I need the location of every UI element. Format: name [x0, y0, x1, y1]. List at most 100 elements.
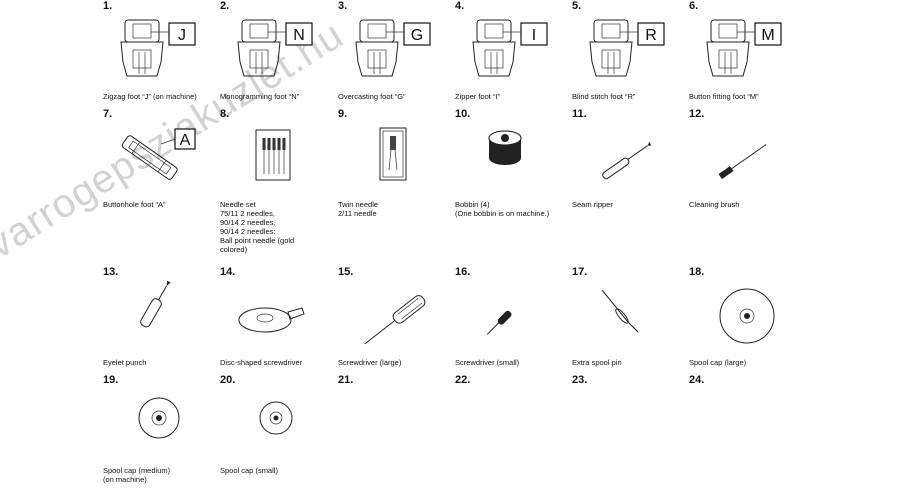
item-number: 11. [572, 108, 587, 120]
accessory-item: 10. Bobbin (4)(One bobbin is on machine.… [455, 108, 572, 266]
item-number: 23. [572, 374, 588, 386]
disc-screwdriver-drawing [238, 307, 305, 333]
accessory-item: 21. [338, 374, 455, 482]
item-number: 9. [338, 108, 348, 120]
item-label-line: Eyelet punch [103, 358, 147, 367]
item-number: 14. [220, 266, 236, 278]
accessory-item: 1. J Zigzag foot “J” (on machine) [103, 0, 220, 108]
accessory-item: 6. M Button fitting foot “M” [689, 0, 806, 108]
item-illustration: G [338, 12, 455, 90]
item-illustration [338, 278, 455, 356]
item-illustration [103, 278, 220, 356]
item-label-line: Cleaning brush [689, 200, 740, 209]
item-label-line: Seam ripper [572, 200, 613, 209]
accessory-item: 4. I Zipper foot “I” [455, 0, 572, 108]
accessory-item: 13. Eyelet punch [103, 266, 220, 374]
item-number: 6. [689, 0, 699, 12]
accessory-item: 12. Cleaning brush [689, 108, 806, 266]
item-label-line: Disc-shaped screwdriver [220, 358, 303, 367]
item-illustration: N [220, 12, 337, 90]
accessory-item: 3. G Overcasting foot “G” [338, 0, 455, 108]
item-illustration [689, 120, 806, 198]
item-illustration: A [103, 120, 220, 198]
item-illustration [220, 120, 337, 198]
item-label: Spool cap (large) [689, 358, 806, 367]
item-label-line: Spool cap (small) [220, 466, 278, 475]
presser-foot-drawing: G [355, 19, 431, 77]
presser-foot-drawing: R [589, 19, 665, 77]
twin-needle-drawing [379, 127, 407, 181]
item-label: Eyelet punch [103, 358, 220, 367]
accessory-item: 19. Spool cap (medium)(on machine) [103, 374, 220, 484]
item-illustration: J [103, 12, 220, 90]
svg-text:J: J [178, 27, 186, 44]
accessory-item: 22. [455, 374, 572, 482]
item-label-line: 75/11 2 needles, [220, 209, 275, 218]
item-label-line: 90/14 2 needles, [220, 218, 276, 227]
item-label-line: Overcasting foot “G” [338, 92, 406, 101]
item-label: Seam ripper [572, 200, 689, 209]
accessory-item: 7. A Buttonhole foot “A” [103, 108, 220, 266]
item-number: 7. [103, 108, 113, 120]
item-label: Screwdriver (small) [455, 358, 572, 367]
item-label-line: (on machine) [103, 475, 147, 484]
item-label: Overcasting foot “G” [338, 92, 455, 101]
item-label: Screwdriver (large) [338, 358, 455, 367]
item-illustration [689, 278, 806, 356]
accessory-item: 15. Screwdriver (large) [338, 266, 455, 374]
item-label: Cleaning brush [689, 200, 806, 209]
item-label-line: Spool cap (large) [689, 358, 747, 367]
item-label: Zigzag foot “J” (on machine) [103, 92, 220, 101]
item-number: 1. [103, 0, 113, 12]
item-number: 3. [338, 0, 348, 12]
item-label-line: Zigzag foot “J” (on machine) [103, 92, 197, 101]
item-label-line: Bobbin (4) [455, 200, 490, 209]
item-label: Blind stitch foot “R” [572, 92, 689, 101]
presser-foot-drawing: I [472, 19, 548, 77]
item-label-line: Ball point needle (gold [220, 236, 295, 245]
screwdriver-small-drawing [486, 310, 512, 335]
item-number: 8. [220, 108, 230, 120]
screwdriver-large-drawing [364, 295, 426, 345]
svg-text:R: R [645, 27, 657, 44]
item-illustration: M [689, 12, 806, 90]
item-label: Button fitting foot “M” [689, 92, 806, 101]
item-illustration [455, 120, 572, 198]
accessory-item: 5. R Blind stitch foot “R” [572, 0, 689, 108]
item-label-line: Monogramming foot “N” [220, 92, 300, 101]
item-label-line: 90/14 2 needles: [220, 227, 276, 236]
needle-set-drawing [255, 129, 291, 181]
item-label: Spool cap (medium)(on machine) [103, 466, 220, 484]
item-label-line: Button fitting foot “M” [689, 92, 759, 101]
item-illustration [220, 278, 337, 356]
accessory-item: 18. Spool cap (large) [689, 266, 806, 374]
item-illustration: R [572, 12, 689, 90]
item-label-line: 2/11 needle [338, 209, 377, 218]
item-number: 2. [220, 0, 230, 12]
svg-text:M: M [761, 27, 774, 44]
buttonhole-foot-drawing: A [121, 128, 196, 180]
svg-text:A: A [180, 132, 191, 149]
item-illustration [338, 120, 455, 198]
extra-spool-pin-drawing [601, 289, 639, 333]
item-illustration [220, 386, 337, 464]
item-label: Zipper foot “I” [455, 92, 572, 101]
item-number: 15. [338, 266, 354, 278]
item-number: 10. [455, 108, 471, 120]
cleaning-brush-drawing [718, 144, 767, 180]
item-illustration [455, 278, 572, 356]
accessory-item: 20. Spool cap (small) [220, 374, 337, 482]
item-number: 24. [689, 374, 705, 386]
item-label: Disc-shaped screwdriver [220, 358, 337, 367]
item-illustration [103, 386, 220, 464]
item-number: 19. [103, 374, 119, 386]
presser-foot-drawing: J [120, 19, 196, 77]
item-number: 20. [220, 374, 236, 386]
item-illustration [572, 120, 689, 198]
item-label: Monogramming foot “N” [220, 92, 337, 101]
presser-foot-drawing: M [706, 19, 782, 77]
bobbin-drawing [488, 130, 522, 165]
